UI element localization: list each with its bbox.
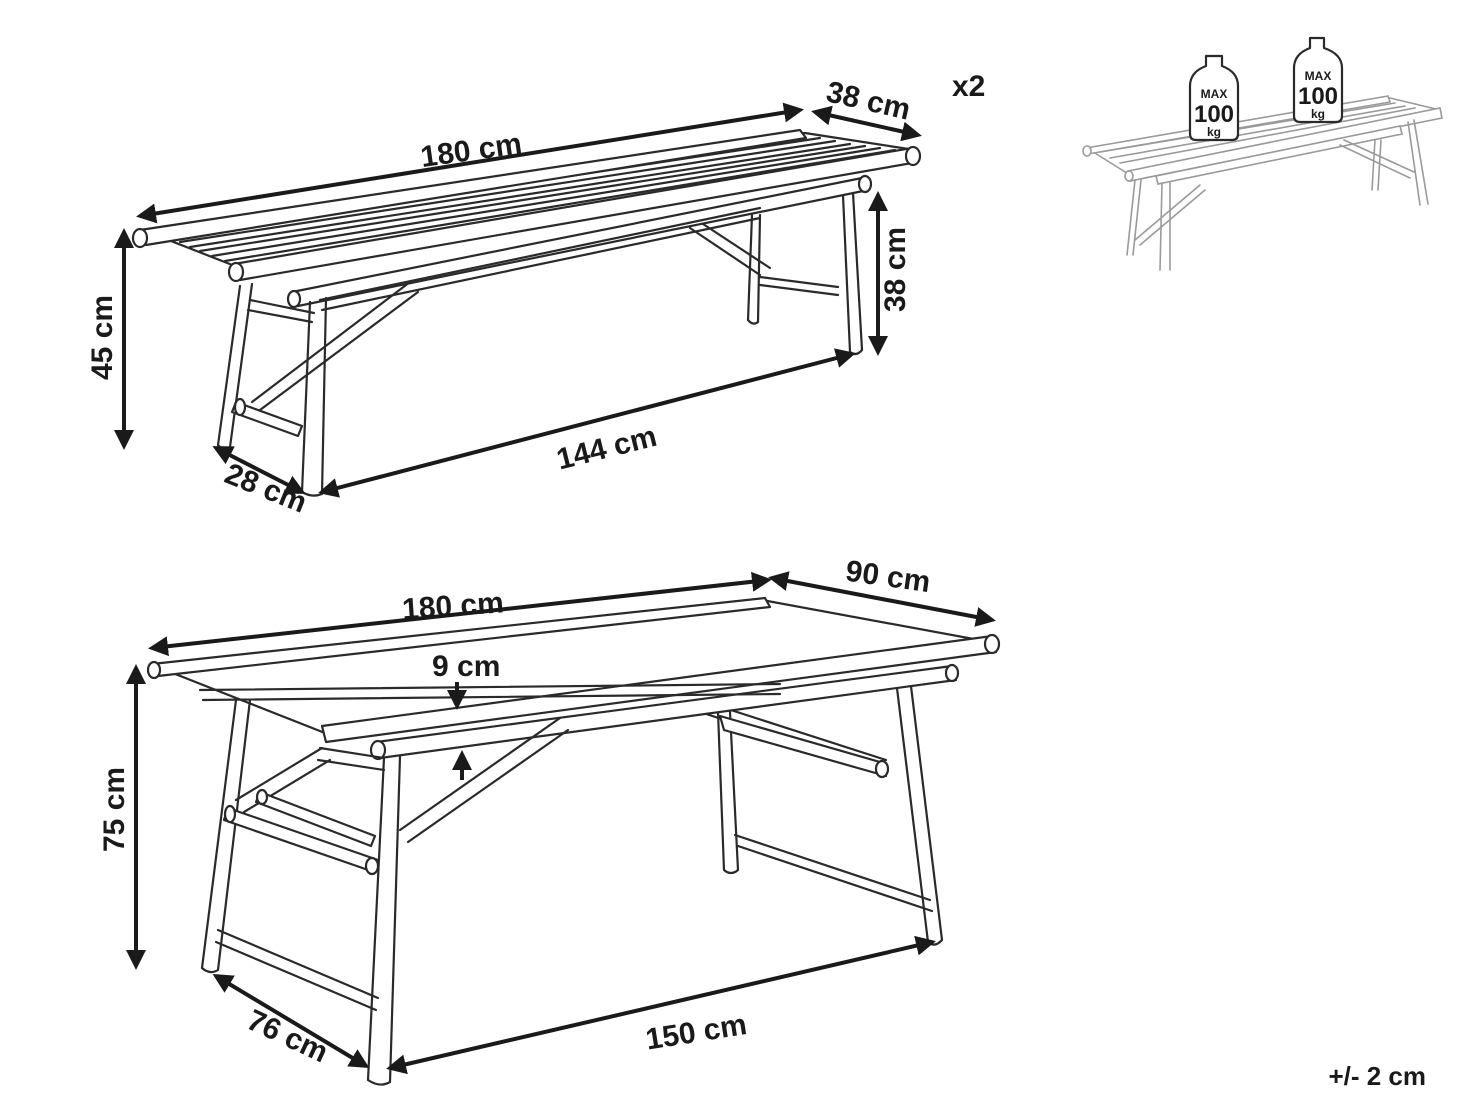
load-badge-2-value: 100 xyxy=(1298,83,1338,110)
load-badge-2-unit: kg xyxy=(1311,107,1325,121)
load-badge-1: MAX 100 kg xyxy=(1188,54,1240,142)
load-badge-1-value: 100 xyxy=(1194,101,1234,128)
load-badge-1-unit: kg xyxy=(1207,125,1221,139)
load-badge-2-max: MAX xyxy=(1305,69,1332,83)
bench-height-label: 45 cm xyxy=(86,295,119,380)
bench-quantity-label: x2 xyxy=(952,70,985,103)
table-leg-span-label: 150 cm xyxy=(643,1008,749,1057)
bench-dimension-arrows xyxy=(114,102,922,498)
bench-depth-label: 38 cm xyxy=(823,75,913,126)
bench-leg-depth-label: 28 cm xyxy=(220,457,311,519)
tolerance-note: +/- 2 cm xyxy=(1328,1061,1426,1091)
load-badge-2: MAX 100 kg xyxy=(1292,36,1344,124)
load-badge-1-max: MAX xyxy=(1201,87,1228,101)
bench-length-label: 180 cm xyxy=(419,127,524,174)
table-top-clearance-label: 9 cm xyxy=(432,650,500,683)
table-leg-depth-label: 76 cm xyxy=(242,1004,333,1070)
table-dimension-arrows xyxy=(126,571,996,1075)
table-height-label: 75 cm xyxy=(98,767,131,852)
load-capacity-illustration xyxy=(1082,95,1443,271)
table-length-label: 180 cm xyxy=(401,586,505,626)
bench-leg-height-label: 38 cm xyxy=(879,227,912,312)
